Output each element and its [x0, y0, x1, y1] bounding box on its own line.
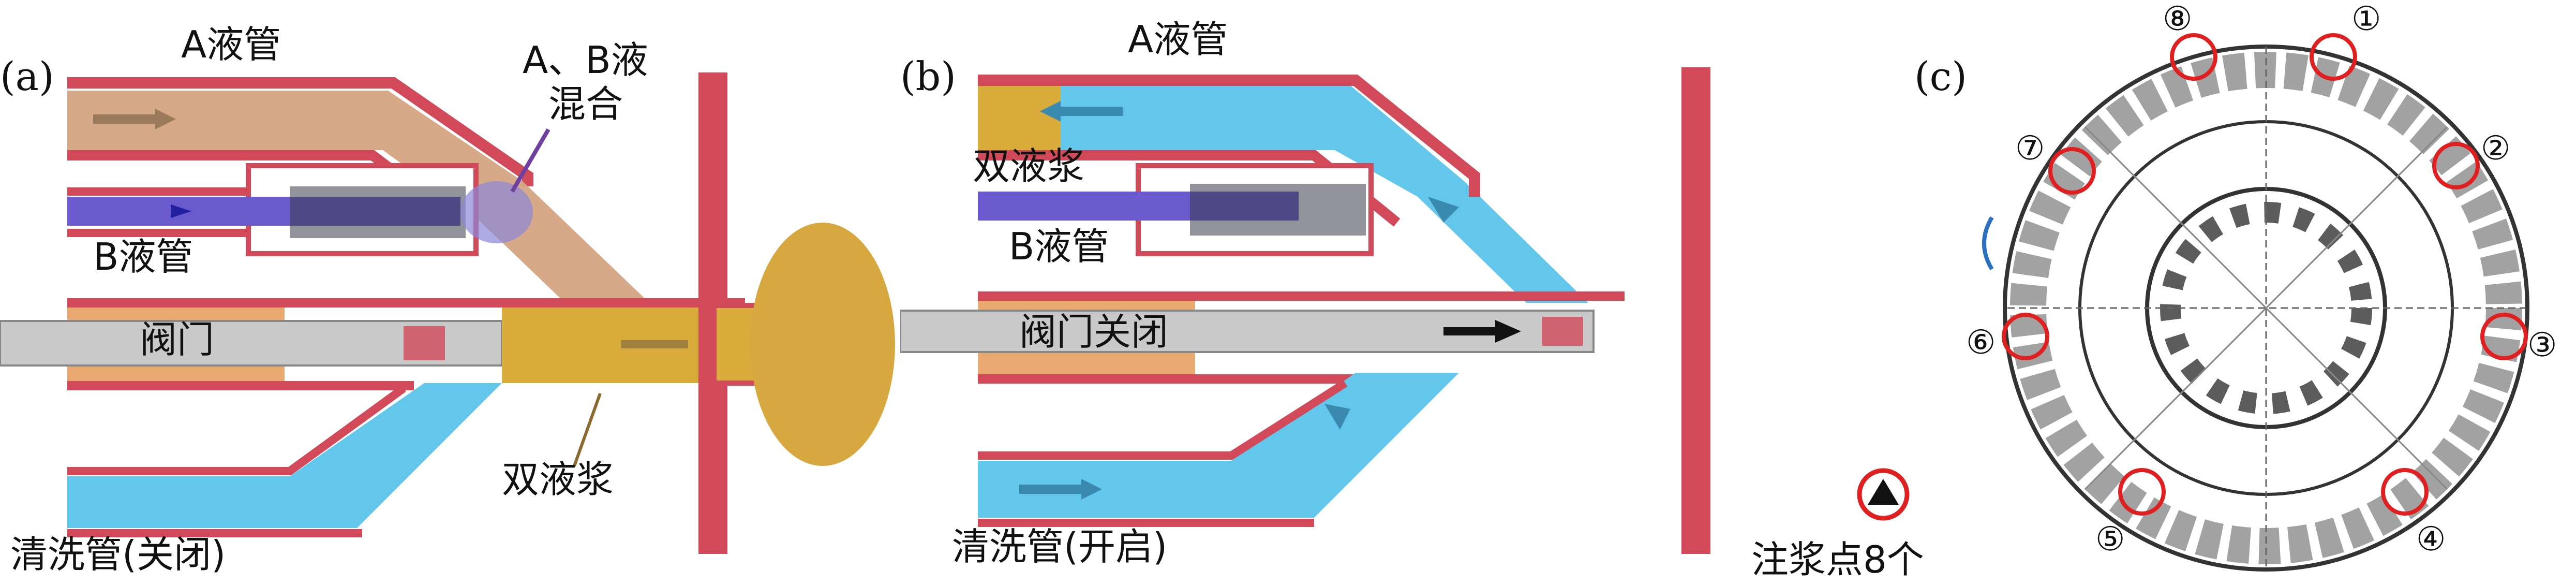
grout-label-pointer: [573, 392, 602, 467]
spoke-2: [2084, 126, 2448, 490]
up-flow-arrowhead-1: [1428, 197, 1459, 223]
mix-label: A、B液: [523, 38, 648, 82]
legend-marker-ring: [1857, 468, 1910, 521]
a-pipe-outer-wall: [978, 75, 1480, 197]
a-flow-arrowhead: [155, 109, 176, 129]
mix-label-2: 混合: [548, 82, 623, 126]
panel-b-diagram: [900, 67, 1710, 554]
grout-label: 双液浆: [502, 458, 614, 501]
grout-label: 双液浆: [973, 144, 1085, 188]
panel-a: (a) A液管 A、B液 混合 B液管 阀门 双液浆 清洗管(关闭): [0, 0, 900, 585]
valve-head: [404, 326, 445, 360]
panel-c: (c) ① ② ③ ④ ⑤ ⑥ ⑦ ⑧ 注浆点8个: [1749, 0, 2576, 585]
b-pipe-label: B液管: [1009, 225, 1109, 268]
valve-label: 阀门: [140, 318, 215, 361]
grout-point-5-marker: [2118, 468, 2166, 516]
point-label-7: ⑦: [2015, 129, 2045, 168]
b-pipe-nozzle: [1190, 184, 1366, 236]
panel-b-tag: (b): [900, 53, 956, 99]
up-flow-arrowhead-2: [1324, 404, 1350, 430]
point-label-6: ⑥: [1966, 324, 1996, 362]
grout-point-7-marker: [2048, 147, 2096, 195]
wash-pipe-label: 清洗管(关闭): [10, 533, 226, 576]
grout-point-2-marker: [2432, 142, 2480, 189]
grout-point-3-marker: [2480, 313, 2528, 360]
blue-arc: [1982, 216, 1994, 271]
point-label-2: ②: [2481, 129, 2511, 168]
valve-close-arrowhead: [1495, 320, 1521, 343]
return-flow-arrowhead: [1040, 101, 1061, 122]
grout-point-6-marker: [2002, 313, 2049, 360]
b-pipe-label: B液管: [93, 235, 193, 279]
panel-c-tag: (c): [1914, 53, 1967, 99]
a-pipe-label: A液管: [181, 23, 281, 66]
wash-pipe-wall: [67, 385, 406, 475]
wash-pipe-wall: [978, 379, 1348, 460]
valve-closed-label: 阀门关闭: [1019, 310, 1169, 354]
point-label-1: ①: [2351, 0, 2381, 38]
a-pipe-liquid: [978, 85, 1588, 303]
panel-a-diagram: [0, 72, 895, 554]
grout-point-1-marker: [2310, 33, 2357, 81]
grout-point-8-marker: [2170, 33, 2217, 81]
residual-grout: [978, 85, 1061, 150]
grout-point-4-marker: [2381, 468, 2429, 516]
panel-b: (b) A液管 双液浆 B液管 阀门关闭 清洗管(开启): [900, 0, 1749, 585]
point-label-4: ④: [2416, 520, 2446, 559]
point-label-5: ⑤: [2095, 520, 2125, 559]
wash-pipe-liquid: [67, 383, 502, 528]
legend-label: 注浆点8个: [1751, 538, 1924, 581]
wash-flow-arrowhead: [1081, 479, 1102, 500]
b-flow-arrowhead: [171, 204, 191, 218]
b-pipe-nozzle: [290, 186, 466, 238]
a-pipe-outer-wall: [67, 77, 533, 186]
wash-pipe-liquid: [978, 373, 1459, 518]
valve-head: [1542, 317, 1583, 346]
legend-triangle-icon: [1868, 479, 1899, 505]
point-label-3: ③: [2527, 326, 2557, 364]
point-label-8: ⑧: [2163, 0, 2193, 38]
wash-pipe-label: 清洗管(开启): [952, 525, 1168, 568]
mixing-cloud: [460, 181, 533, 243]
mix-pointer-arrow: [510, 128, 550, 193]
cutterhead-diagram: [1857, 33, 2529, 572]
a-pipe-label: A液管: [1128, 18, 1228, 61]
grout-blob: [750, 223, 895, 466]
outlet-flange: [1681, 67, 1710, 554]
panel-a-tag: (a): [0, 53, 54, 99]
